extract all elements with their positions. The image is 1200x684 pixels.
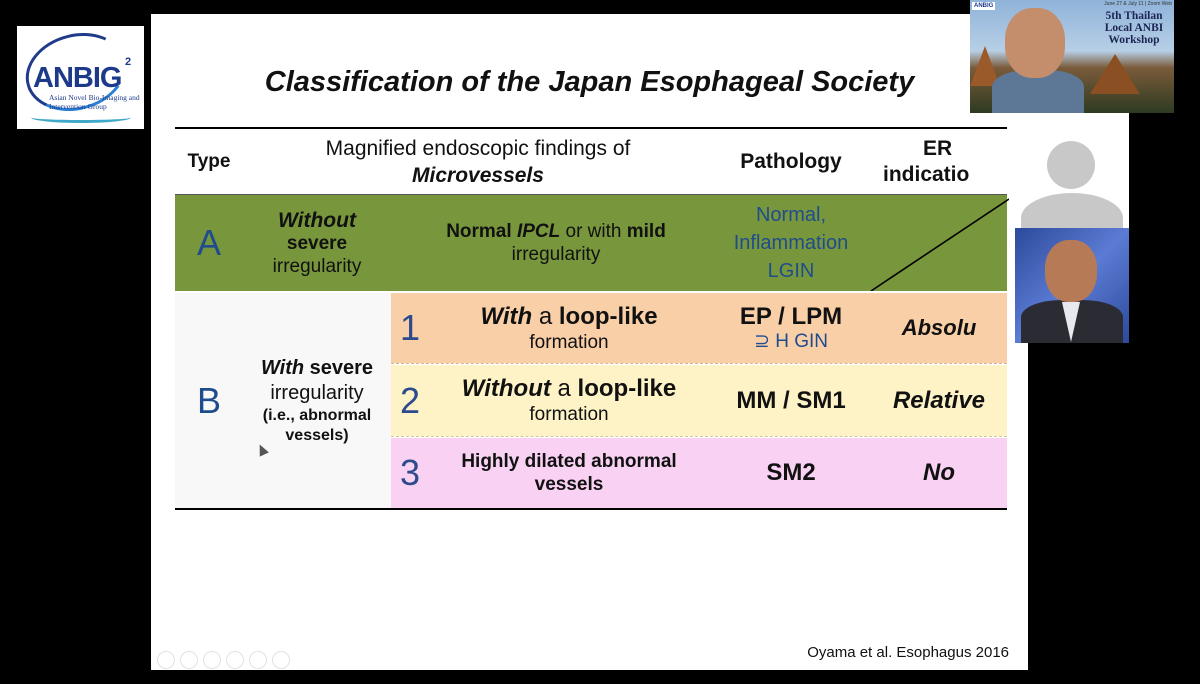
header-findings-line2: Microvessels bbox=[412, 164, 544, 187]
header-pathology: Pathology bbox=[740, 150, 842, 173]
row-b1-pathology: EP / LPM ⊇ H GIN bbox=[711, 293, 871, 363]
row-a-desc-3: irregularity bbox=[272, 255, 362, 277]
banner-line2: Local ANBI bbox=[1104, 22, 1164, 34]
prev-slide-icon[interactable] bbox=[157, 651, 175, 669]
row-a-type: A bbox=[175, 195, 243, 291]
zoom-icon[interactable] bbox=[249, 651, 267, 669]
row-b-description: With severe irregularity (i.e., abnormal… bbox=[243, 293, 391, 508]
row-b3-number: 3 bbox=[399, 452, 421, 493]
row-a-path-3: LGIN bbox=[767, 260, 815, 282]
row-b3-find-1: Highly dilated abnormal bbox=[461, 451, 677, 472]
row-b3-background bbox=[391, 438, 1007, 508]
row-a-er-slash bbox=[870, 198, 1009, 291]
video-tile-speaker[interactable]: ANBIG June 27 & July 11 | Zoom Web 5th T… bbox=[970, 0, 1174, 113]
row-a-pathology: Normal, Inflammation LGIN bbox=[711, 195, 871, 291]
video-tile-participant[interactable] bbox=[1015, 228, 1129, 343]
row-a-path-2: Inflammation bbox=[733, 232, 849, 254]
row-b1-number: 1 bbox=[399, 307, 421, 348]
row-a-find-1: Normal bbox=[446, 221, 517, 242]
header-er-line2: indicatio bbox=[883, 163, 970, 186]
workshop-banner: 5th Thailan Local ANBI Workshop bbox=[1098, 10, 1170, 46]
table-bottom-rule bbox=[175, 508, 1007, 510]
row-b-letter: B bbox=[196, 379, 221, 421]
row-b2-divider bbox=[391, 436, 1007, 439]
next-slide-icon[interactable] bbox=[180, 651, 198, 669]
header-er-line1: ER bbox=[923, 137, 953, 160]
avatar-placeholder-body bbox=[1021, 193, 1123, 228]
header-findings-line1: Magnified endoscopic findings of bbox=[325, 137, 631, 160]
header-type: Type bbox=[187, 151, 231, 172]
banner-small-text: June 27 & July 11 | Zoom Web bbox=[1104, 1, 1172, 7]
banner-line1: 5th Thailan bbox=[1105, 10, 1163, 22]
row-a-find-2: or with bbox=[560, 221, 627, 242]
pen-icon[interactable] bbox=[203, 651, 221, 669]
background-mini-logo: ANBIG bbox=[972, 2, 996, 10]
row-a-find-ipcl: IPCL bbox=[516, 221, 561, 242]
anbig-logo: ANBIG 2 Asian Novel Bio-Imaging and Inte… bbox=[16, 22, 144, 129]
row-a-background bbox=[175, 195, 1007, 291]
row-b2-number: 2 bbox=[399, 379, 421, 421]
logo-subtitle: Asian Novel Bio-Imaging and Intervention… bbox=[49, 93, 140, 111]
row-b2-a: a bbox=[550, 375, 578, 402]
temple-shape-2 bbox=[1090, 54, 1140, 94]
presentation-slide: Classification of the Japan Esophageal S… bbox=[151, 14, 1028, 670]
row-b1-with: With bbox=[480, 302, 533, 330]
banner-line3: Workshop bbox=[1108, 34, 1160, 46]
video-tile-no-camera[interactable] bbox=[1015, 113, 1129, 228]
person-face bbox=[1045, 240, 1097, 302]
row-b1-divider bbox=[391, 363, 1007, 366]
citation: Oyama et al. Esophagus 2016 bbox=[807, 644, 1009, 661]
row-b-desc-severe: severe bbox=[304, 356, 374, 379]
row-b-desc-vessels: vessels) bbox=[285, 426, 349, 444]
row-b3-findings: Highly dilated abnormal vessels bbox=[431, 438, 707, 508]
row-a-description: Without severe irregularity bbox=[243, 195, 391, 291]
row-b1-path: EP / LPM bbox=[739, 303, 843, 330]
header-rule bbox=[175, 194, 1007, 195]
row-b1-formation: formation bbox=[529, 331, 609, 353]
logo-brand: ANBIG bbox=[33, 62, 122, 94]
row-a-desc-1: Without bbox=[278, 208, 356, 232]
row-a-letter: A bbox=[196, 222, 221, 263]
header-findings: Magnified endoscopic findings of Microve… bbox=[291, 130, 665, 194]
row-b2-background bbox=[391, 365, 1007, 436]
row-b2-formation: formation bbox=[529, 404, 609, 425]
row-b3-find-2: vessels bbox=[534, 474, 604, 495]
person-face bbox=[1005, 8, 1065, 78]
avatar-placeholder-head bbox=[1047, 141, 1095, 189]
row-a-desc-2: severe bbox=[286, 232, 348, 254]
row-b1-loop: loop-like bbox=[558, 302, 658, 330]
logo-wave-shape bbox=[31, 112, 131, 123]
row-b-background bbox=[175, 293, 391, 508]
row-b-desc-with: With bbox=[260, 356, 305, 379]
row-b-desc-irregularity: irregularity bbox=[270, 381, 364, 404]
row-b3-path: SM2 bbox=[766, 459, 816, 486]
row-b2-findings: Without a loop-like formation bbox=[431, 365, 707, 436]
row-a-path-1: Normal, bbox=[755, 204, 826, 226]
row-b-desc-ie: (i.e., abnormal bbox=[262, 406, 372, 424]
row-b2-loop: loop-like bbox=[577, 375, 677, 402]
row-b2-without: Without bbox=[461, 375, 551, 402]
slide-controls bbox=[157, 651, 290, 669]
row-b1-a: a bbox=[532, 302, 559, 330]
header-er-indication: ER indicatio bbox=[871, 130, 1007, 194]
logo-superscript: 2 bbox=[125, 56, 132, 68]
row-b2-er: Relative bbox=[892, 386, 986, 414]
row-a-divider bbox=[175, 291, 1007, 293]
row-b1-path2: ⊇ H GIN bbox=[754, 331, 828, 352]
slides-grid-icon[interactable] bbox=[226, 651, 244, 669]
row-a-findings: Normal IPCL or with mild irregularity bbox=[391, 195, 721, 291]
row-b1-er: Absolu bbox=[901, 315, 977, 340]
row-b-type: B bbox=[175, 293, 243, 508]
row-a-find-mild: mild bbox=[626, 221, 666, 242]
table-top-rule bbox=[175, 127, 1007, 129]
row-a-find-3: irregularity bbox=[511, 244, 601, 265]
slide-title: Classification of the Japan Esophageal S… bbox=[264, 66, 915, 98]
row-b1-findings: With a loop-like formation bbox=[431, 293, 707, 363]
row-b3-er: No bbox=[923, 459, 955, 486]
row-b1-background bbox=[391, 293, 1007, 363]
row-b2-path: MM / SM1 bbox=[736, 386, 846, 414]
more-options-icon[interactable] bbox=[272, 651, 290, 669]
